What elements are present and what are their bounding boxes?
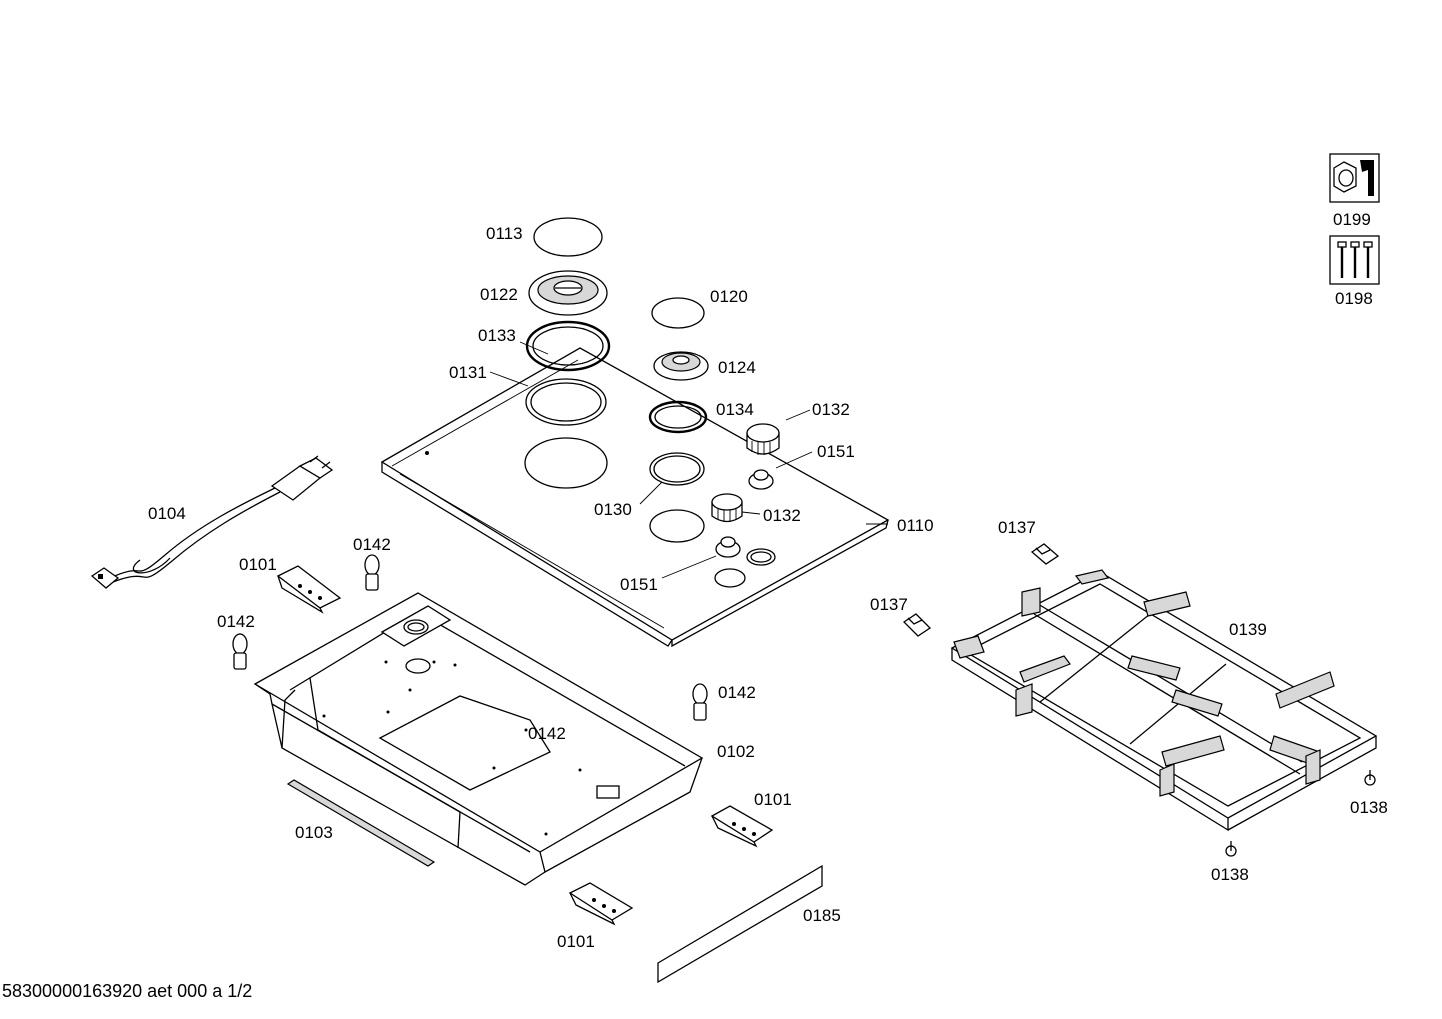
part-label-0185: 0185	[803, 906, 841, 925]
leader-lines	[489, 341, 888, 579]
part-label-0142-right: 0142	[718, 683, 756, 702]
part-label-0142-center: 0142	[528, 724, 566, 743]
part-label-0124: 0124	[718, 358, 756, 377]
wrench-nut-icon	[1329, 153, 1380, 203]
seal-strip	[286, 779, 436, 867]
part-label-0142-top: 0142	[353, 535, 391, 554]
front-panel	[657, 864, 823, 984]
part-label-0102: 0102	[717, 742, 755, 761]
part-label-0120: 0120	[710, 287, 748, 306]
part-label-0132-rear: 0132	[812, 400, 850, 419]
part-label-0137-left: 0137	[870, 595, 908, 614]
mounting-bracket-bottom	[568, 882, 634, 926]
control-knob-rear	[746, 423, 780, 455]
power-cable	[90, 455, 334, 589]
gas-nozzle-2	[232, 633, 248, 670]
part-label-0110: 0110	[897, 516, 934, 535]
part-label-0133: 0133	[478, 326, 516, 345]
part-label-0138-left: 0138	[1211, 865, 1249, 884]
screws-icon	[1329, 235, 1380, 285]
knob-bezel-rear	[748, 469, 774, 490]
large-burner-cap	[533, 217, 603, 257]
part-label-0199: 0199	[1333, 210, 1371, 229]
part-label-0142-left: 0142	[217, 612, 255, 631]
part-label-0139: 0139	[1229, 620, 1267, 639]
small-burner-seal	[648, 400, 708, 434]
part-label-0104: 0104	[148, 504, 186, 523]
bottom-tray	[253, 592, 704, 886]
small-burner-cap	[651, 297, 705, 329]
large-burner-head	[528, 270, 608, 316]
control-knob-front	[711, 493, 743, 523]
part-label-0131: 0131	[449, 363, 487, 382]
support-clip-2	[902, 613, 932, 637]
part-label-0101-bottom: 0101	[557, 932, 595, 951]
large-burner-seal	[525, 320, 611, 372]
gas-nozzle-3	[692, 683, 708, 721]
part-label-0198: 0198	[1335, 289, 1373, 308]
part-label-0151-front: 0151	[620, 575, 658, 594]
mounting-bracket-top	[276, 565, 342, 614]
pan-support-grid	[950, 569, 1378, 832]
part-label-0137-top: 0137	[998, 518, 1036, 537]
rubber-foot-left	[1225, 841, 1237, 857]
part-label-0101-top: 0101	[239, 555, 277, 574]
part-label-0138-right: 0138	[1350, 798, 1388, 817]
part-label-0113: 0113	[486, 224, 523, 243]
rubber-foot-right	[1364, 770, 1376, 786]
gas-nozzle-1	[364, 554, 380, 591]
part-label-0132-front: 0132	[763, 506, 801, 525]
drawing-id: 58300000163920 aet 000 a 1/2	[2, 981, 253, 1001]
hob-top-plate	[380, 347, 890, 648]
part-label-0134: 0134	[716, 400, 754, 419]
part-label-0101-right: 0101	[754, 790, 792, 809]
support-clip-1	[1030, 543, 1060, 565]
knob-bezel-front	[715, 536, 741, 558]
part-label-0122: 0122	[480, 285, 518, 304]
part-label-0151-rear: 0151	[817, 442, 855, 461]
small-burner-head	[653, 351, 709, 381]
part-label-0130: 0130	[594, 500, 632, 519]
part-label-0103: 0103	[295, 823, 333, 842]
mounting-bracket-right	[710, 805, 774, 848]
